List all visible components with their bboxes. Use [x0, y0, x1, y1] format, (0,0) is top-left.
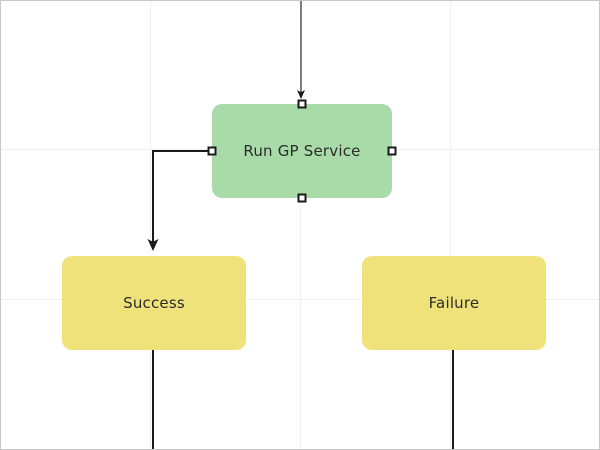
node-run-gp-service[interactable]: Run GP Service	[207, 99, 397, 203]
node-label-failure: Failure	[428, 294, 480, 312]
node-label-run-gp-service: Run GP Service	[243, 142, 361, 160]
node-failure[interactable]: Failure	[362, 256, 546, 350]
port-right-run-gp-service[interactable]	[387, 146, 397, 156]
node-success[interactable]: Success	[62, 256, 246, 350]
port-bottom-run-gp-service[interactable]	[297, 193, 307, 203]
port-left-run-gp-service[interactable]	[207, 146, 217, 156]
node-label-success: Success	[123, 294, 185, 312]
port-top-run-gp-service[interactable]	[297, 99, 307, 109]
edge-run-to-success[interactable]	[147, 150, 213, 251]
